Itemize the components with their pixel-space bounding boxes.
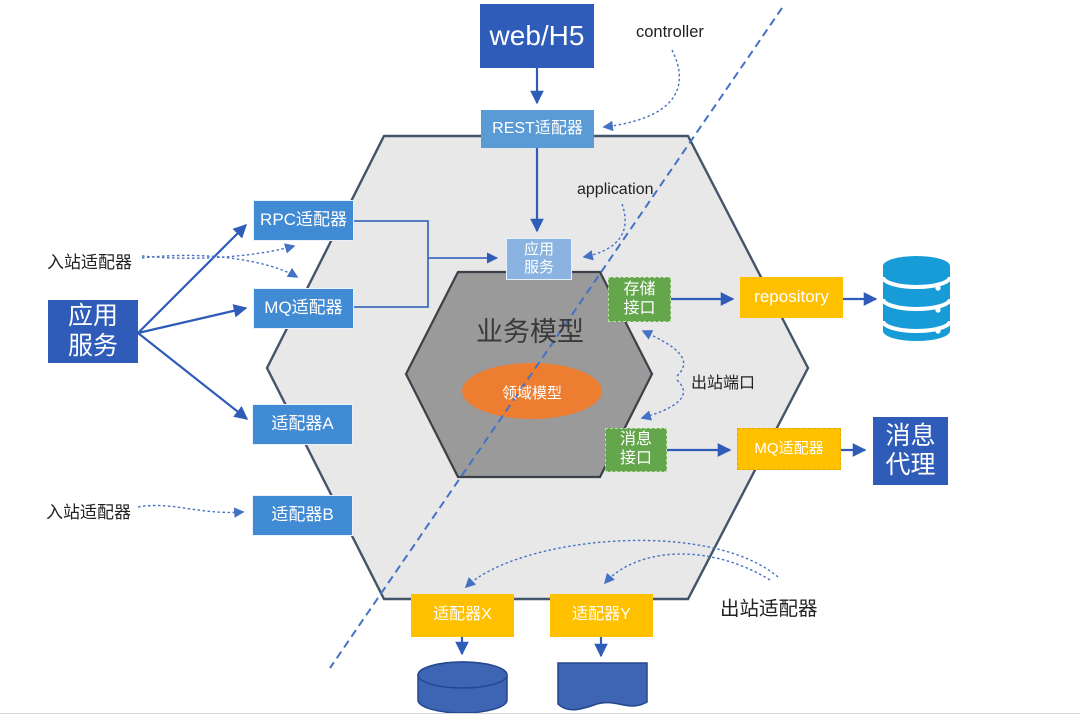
annotation-inbound-adapter-top: 入站适配器 [47, 253, 132, 272]
node-adapter-y-label: 适配器Y [572, 606, 631, 624]
node-storage-interface: 存储 接口 [608, 277, 671, 322]
node-message-broker-line2: 代理 [885, 451, 936, 479]
node-web-h5-label: web/H5 [489, 20, 585, 52]
elbow-connector [354, 220, 499, 308]
node-adapter-a: 适配器A [252, 404, 353, 445]
node-adapter-b: 适配器B [252, 495, 353, 536]
node-adapter-b-label: 适配器B [271, 505, 334, 525]
node-message-interface: 消息 接口 [605, 428, 667, 472]
solid-arrows [137, 68, 878, 658]
node-rpc-adapter-label: RPC适配器 [260, 210, 347, 230]
arrow-inbound-to-rpc [141, 243, 296, 259]
node-rest-adapter: REST适配器 [481, 110, 594, 148]
node-repository: repository [740, 277, 843, 318]
node-adapter-x-label: 适配器X [433, 606, 492, 624]
database-icon [881, 256, 952, 342]
business-model-title: 业务模型 [476, 317, 584, 347]
node-storage-interface-line1: 存储 [623, 280, 656, 298]
node-adapter-a-label: 适配器A [271, 414, 334, 434]
node-mq-adapter-inbound: MQ适配器 [253, 288, 354, 329]
annotation-inbound-adapter-bottom: 入站适配器 [46, 503, 131, 522]
boundary-dashed-line [329, 7, 783, 669]
arrow-outport-to-msgif [640, 379, 685, 421]
node-adapter-x: 适配器X [411, 594, 514, 637]
arrow-outport-to-storage [641, 330, 685, 377]
node-app-service-inner: 应用 服务 [506, 238, 572, 280]
node-app-service-external-line2: 服务 [67, 331, 118, 360]
arrow-inbound-to-adapterb [137, 504, 245, 518]
node-app-service-external: 应用 服务 [48, 300, 138, 363]
node-mq-adapter-outbound-label: MQ适配器 [754, 440, 824, 458]
node-message-broker-line1: 消息 [885, 421, 936, 450]
cylinder-icon [417, 661, 508, 714]
node-app-service-inner-line2: 服务 [523, 259, 554, 276]
arrow-outadapter-to-adapterx [464, 539, 779, 589]
annotation-outbound-port: 出站端口 [691, 375, 756, 392]
arrow-appext-to-mq [137, 304, 248, 335]
arrow-inbound-to-mq [141, 254, 299, 278]
annotation-outbound-adapter: 出站适配器 [720, 598, 818, 620]
node-rpc-adapter: RPC适配器 [253, 200, 354, 241]
arrow-appext-to-rpc [137, 224, 247, 334]
node-repository-label: repository [754, 287, 829, 307]
document-icon [557, 662, 648, 711]
annotation-application: application [577, 181, 654, 198]
node-app-service-inner-line1: 应用 [523, 241, 554, 259]
domain-model-label: 领域模型 [501, 385, 562, 402]
node-mq-adapter-inbound-label: MQ适配器 [264, 298, 343, 318]
node-app-service-external-line1: 应用 [67, 302, 118, 330]
annotation-controller: controller [636, 23, 704, 41]
node-rest-adapter-label: REST适配器 [492, 119, 583, 137]
arrow-controller-to-rest [602, 49, 681, 132]
domain-model-ellipse [462, 363, 602, 419]
node-message-interface-line1: 消息 [619, 431, 652, 449]
arrow-outadapter-to-adaptery [603, 553, 771, 585]
node-mq-adapter-outbound: MQ适配器 [737, 428, 841, 470]
node-storage-interface-line2: 接口 [623, 299, 656, 317]
node-adapter-y: 适配器Y [550, 594, 653, 637]
bottom-divider [0, 713, 1080, 714]
node-message-interface-line2: 接口 [619, 450, 652, 467]
arrow-appext-to-adaptera [137, 332, 249, 420]
node-web-h5: web/H5 [480, 4, 594, 68]
node-message-broker: 消息 代理 [873, 417, 948, 485]
dotted-arrows [137, 49, 779, 589]
